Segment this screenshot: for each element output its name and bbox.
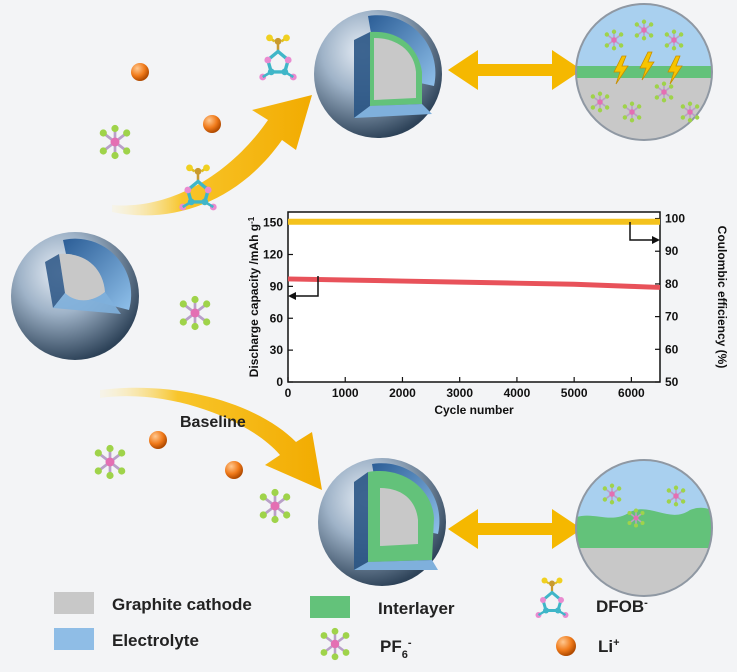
- y2-axis-title: Coulombic efficiency (%): [715, 226, 729, 369]
- legend: Graphite cathode Electrolyte Interlayer …: [54, 576, 648, 662]
- pf6-ion: [258, 487, 292, 525]
- y-tick-label: 60: [270, 311, 284, 325]
- cycling-chart: 0 1000 2000 3000 4000 5000 6000 0 30 60 90 120 150 50…: [247, 211, 729, 417]
- pf6-ion: [93, 443, 127, 481]
- baseline-interface-zoom: [575, 459, 713, 597]
- y-axis-title: Discharge capacity /mAh g-1: [247, 216, 262, 377]
- baseline-label: Baseline: [180, 414, 246, 431]
- series-layer: [287, 218, 661, 290]
- legend-label-graphite: Graphite cathode: [112, 595, 252, 614]
- dfob-ion: [257, 32, 299, 83]
- legend-swatch-electrolyte: [54, 628, 94, 650]
- baseline-particle: [318, 458, 446, 586]
- li-ion: [225, 461, 243, 479]
- x-axis-title: Cycle number: [434, 403, 514, 417]
- legend-label-electrolyte: Electrolyte: [112, 631, 199, 650]
- x-tick-label: 1000: [332, 386, 359, 400]
- y-tick-label: 0: [276, 375, 283, 389]
- pf6-ion: [178, 294, 212, 332]
- legend-swatch-interlayer: [310, 596, 350, 618]
- pf6-ion: [98, 123, 132, 161]
- capacity-series-line: [287, 276, 661, 290]
- y-tick-label: 90: [270, 279, 284, 293]
- dfob-interface-zoom: [575, 3, 713, 141]
- legend-label-dfob: DFOB-: [596, 597, 648, 616]
- dfob-particle: [314, 10, 442, 138]
- x-tick-label: 6000: [618, 386, 645, 400]
- x-tick-label: 2000: [389, 386, 416, 400]
- upper-double-arrow: [448, 50, 582, 90]
- y2-tick-label: 60: [665, 342, 679, 356]
- legend-label-pf6: PF6-: [380, 637, 412, 661]
- x-tick-label: 5000: [561, 386, 588, 400]
- y2-tick-label: 70: [665, 310, 679, 324]
- tick-layer: 0 1000 2000 3000 4000 5000 6000 0 30 60 90 120 150 50…: [263, 212, 685, 400]
- y2-tick-label: 80: [665, 277, 679, 291]
- y2-tick-label: 50: [665, 375, 679, 389]
- scattered-ions: [93, 32, 299, 525]
- left-axis-indicator: [294, 276, 319, 297]
- li-ion: [131, 63, 149, 81]
- legend-label-li: Li+: [598, 637, 620, 656]
- y2-tick-label: 100: [665, 212, 685, 226]
- x-tick-label: 0: [285, 386, 292, 400]
- legend-icon-li: [556, 636, 576, 656]
- y2-tick-label: 90: [665, 244, 679, 258]
- lower-curved-arrow: [100, 387, 322, 490]
- legend-icon-dfob: [534, 576, 570, 620]
- lower-double-arrow: [448, 509, 582, 549]
- y-tick-label: 30: [270, 343, 284, 357]
- right-axis-indicator: [629, 222, 654, 241]
- li-ion: [203, 115, 221, 133]
- legend-label-interlayer: Interlayer: [378, 599, 455, 618]
- pristine-particle: [11, 232, 139, 360]
- x-tick-label: 4000: [504, 386, 531, 400]
- y-tick-label: 150: [263, 216, 283, 230]
- li-ion: [149, 431, 167, 449]
- plot-frame: [287, 211, 661, 383]
- x-tick-label: 3000: [446, 386, 473, 400]
- y-tick-label: 120: [263, 248, 283, 262]
- legend-icon-pf6: [319, 626, 351, 662]
- legend-swatch-graphite: [54, 592, 94, 614]
- upper-curved-arrow: [112, 95, 312, 216]
